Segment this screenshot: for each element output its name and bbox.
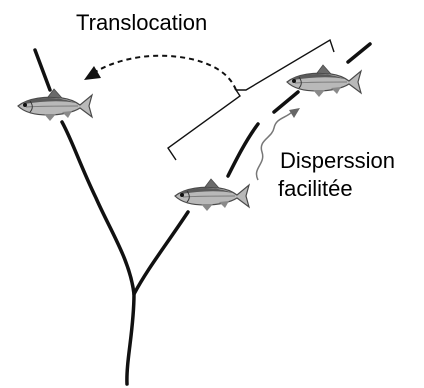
translocation-arrowhead <box>84 66 101 80</box>
translocation-arrow <box>92 56 236 90</box>
river-right-branch <box>134 212 188 294</box>
river-right-segment <box>274 92 298 112</box>
fish-icon <box>175 179 249 211</box>
river-trunk <box>62 122 134 384</box>
dispersion-label-line2: facilitée <box>278 176 353 202</box>
river-right-upper <box>228 124 258 176</box>
dispersion-label-line1: Disperssion <box>280 148 395 174</box>
bracket-line <box>168 40 334 160</box>
river-right-top <box>348 44 370 62</box>
fish-icon <box>18 89 92 121</box>
translocation-label: Translocation <box>76 10 207 36</box>
river-upper-left <box>35 50 50 90</box>
